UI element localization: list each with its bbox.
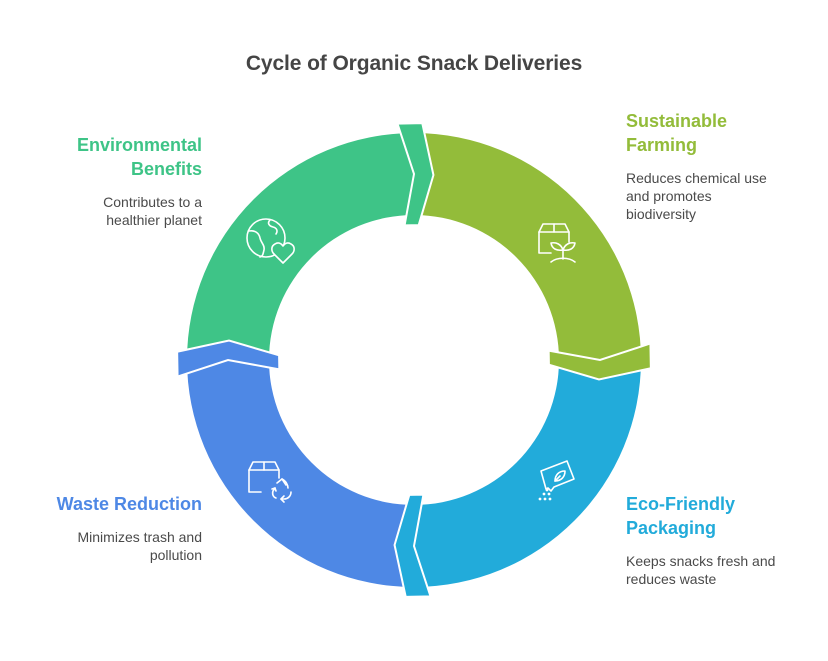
- arrow-cap-waste: [176, 339, 281, 378]
- step-heading: Environmental Benefits: [22, 133, 202, 181]
- box-recycle-icon: [248, 461, 292, 503]
- heading-line: Packaging: [626, 518, 717, 538]
- desc-line: and promotes: [626, 188, 712, 204]
- heading-line: Sustainable: [626, 111, 728, 131]
- step-description: Contributes to a healthier planet: [22, 193, 202, 229]
- arrow-cap-environmental: [396, 122, 435, 227]
- step-description: Minimizes trash and pollution: [22, 528, 203, 564]
- globe-heart-icon: [246, 218, 295, 264]
- desc-line: pollution: [149, 547, 202, 563]
- step-description: Reduces chemical use and promotes biodiv…: [626, 169, 806, 223]
- step-heading: Waste Reduction: [22, 492, 202, 516]
- step-heading: Eco-Friendly Packaging: [626, 492, 806, 540]
- arrow-cap-packaging: [393, 493, 432, 598]
- heading-line: Waste Reduction: [56, 494, 202, 514]
- step-farming: Sustainable Farming Reduces chemical use…: [626, 109, 806, 223]
- heading-line: Benefits: [130, 159, 202, 179]
- step-packaging: Eco-Friendly Packaging Keeps snacks fres…: [626, 492, 806, 588]
- step-waste: Waste Reduction Minimizes trash and poll…: [22, 492, 202, 564]
- desc-line: Contributes to a: [103, 194, 202, 210]
- ring-segment-environmental: [187, 133, 414, 360]
- leaf-packet-icon: [538, 460, 575, 501]
- arrow-cap-farming: [547, 342, 652, 381]
- desc-line: Keeps snacks fresh and: [626, 553, 776, 569]
- step-heading: Sustainable Farming: [626, 109, 806, 157]
- desc-line: reduces waste: [626, 571, 717, 587]
- ring-segment-waste: [187, 360, 414, 587]
- heading-line: Eco-Friendly: [626, 494, 736, 514]
- step-environmental: Environmental Benefits Contributes to a …: [22, 133, 202, 229]
- step-description: Keeps snacks fresh and reduces waste: [626, 552, 806, 588]
- ring-segment-packaging: [414, 360, 641, 587]
- desc-line: healthier planet: [106, 212, 202, 228]
- box-sprout-icon: [538, 223, 576, 263]
- desc-line: Minimizes trash and: [77, 529, 203, 545]
- ring-segment-farming: [414, 133, 641, 360]
- diagram-title: Cycle of Organic Snack Deliveries: [245, 52, 583, 75]
- heading-line: Environmental: [76, 135, 202, 155]
- desc-line: biodiversity: [626, 206, 697, 222]
- desc-line: Reduces chemical use: [626, 170, 767, 186]
- heading-line: Farming: [626, 135, 698, 155]
